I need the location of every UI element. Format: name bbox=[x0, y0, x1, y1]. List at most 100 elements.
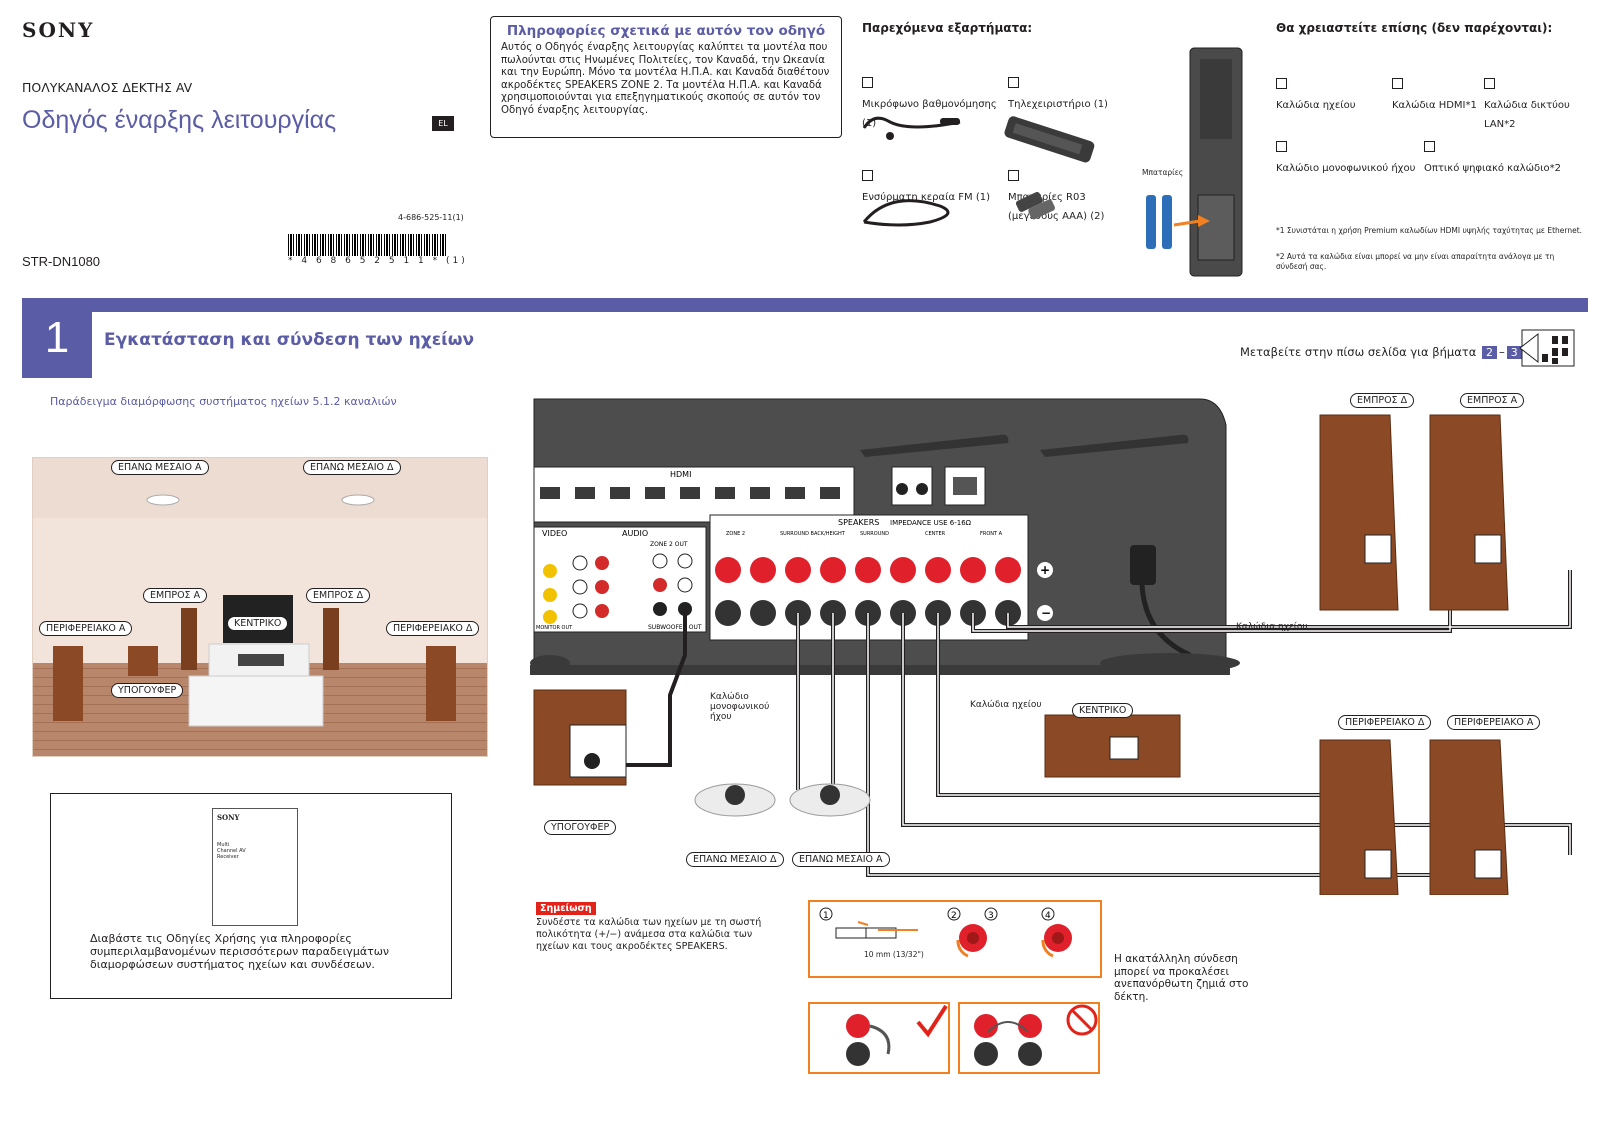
surround-back-label: SURROUND BACK/HEIGHT bbox=[780, 531, 846, 537]
diagram-tag-surround-right: ΠΕΡΙΦΕΡΕΙΑΚΟ Δ bbox=[1338, 715, 1432, 730]
page-title: Οδηγός έναρξης λειτουργίας bbox=[22, 106, 337, 134]
checkbox bbox=[1484, 78, 1495, 89]
page-flip-icon bbox=[1519, 329, 1575, 367]
note-tag: Σημείωση bbox=[536, 902, 596, 915]
step-title: Εγκατάσταση και σύνδεση των ηχείων bbox=[104, 330, 475, 350]
wire-step-2: 2 bbox=[951, 911, 957, 921]
supplied-item-antenna: Ενσύρματη κεραία FM (1) bbox=[862, 166, 1002, 204]
diagram-tag-surround-left: ΠΕΡΙΦΕΡΕΙΑΚΟ Α bbox=[1447, 715, 1541, 730]
diagram-tag-top-mid-left: ΕΠΑΝΩ ΜΕΣΑΙΟ Α bbox=[792, 852, 890, 867]
example-title: Παράδειγμα διαμόρφωσης συστήματος ηχείων… bbox=[50, 395, 397, 408]
supplied-title: Παρεχόμενα εξαρτήματα: bbox=[862, 21, 1033, 35]
supplied-item-remote: Τηλεχειριστήριο (1) bbox=[1008, 73, 1128, 111]
diagram-tag-front-left: ΕΜΠΡΟΣ Α bbox=[1460, 393, 1525, 408]
step-number: 1 bbox=[22, 298, 92, 378]
wire-prep-steps bbox=[808, 900, 1102, 978]
audio-label: AUDIO bbox=[622, 529, 648, 538]
correct-connection-illustration bbox=[846, 1004, 948, 1066]
room-tag-subwoofer: ΥΠΟΓΟΥΦΕΡ bbox=[111, 683, 184, 698]
checkbox bbox=[1392, 78, 1403, 89]
room-tag-front-right: ΕΜΠΡΟΣ Δ bbox=[306, 588, 371, 603]
checkbox bbox=[1276, 78, 1287, 89]
check-mark-icon bbox=[916, 1004, 948, 1038]
incorrect-connection-illustration bbox=[974, 1004, 1098, 1066]
hdmi-label: HDMI bbox=[670, 470, 691, 479]
checkbox bbox=[862, 170, 873, 181]
goto-back-page: Μεταβείτε στην πίσω σελίδα για βήματα 2–… bbox=[1240, 345, 1527, 359]
diagram-tag-front-right: ΕΜΠΡΟΣ Δ bbox=[1350, 393, 1415, 408]
connection-diagram: HDMI VIDEO AUDIO ZONE 2 OUT MONITOR OUT … bbox=[530, 398, 1572, 895]
microphone-icon bbox=[862, 116, 961, 140]
guide-info-box: Πληροφορίες σχετικά με αυτόν τον οδηγό Α… bbox=[490, 16, 842, 138]
antenna-icon bbox=[862, 199, 950, 227]
svg-text:−: − bbox=[1041, 606, 1051, 620]
room-tag-front-left: ΕΜΠΡΟΣ Α bbox=[143, 588, 208, 603]
barcode-digits: * 4 6 8 6 5 2 5 1 1 * (1) bbox=[288, 256, 468, 266]
room-tag-surround-left: ΠΕΡΙΦΕΡΕΙΑΚΟ Α bbox=[39, 621, 133, 636]
speakers-label: SPEAKERS bbox=[838, 518, 879, 527]
footnote-1: *1 Συνιστάται η χρήση Premium καλωδίων H… bbox=[1276, 226, 1583, 235]
step-pill-3: 3 bbox=[1506, 346, 1522, 359]
language-badge: EL bbox=[432, 116, 454, 131]
needed-item-optical: Οπτικό ψηφιακό καλώδιο*2 bbox=[1424, 137, 1588, 175]
room-tag-center: ΚΕΝΤΡΙΚΟ bbox=[227, 616, 289, 631]
needed-item-lan: Καλώδια δικτύου LAN*2 bbox=[1484, 74, 1584, 131]
wire-step-3: 3 bbox=[988, 911, 994, 921]
remote-icon bbox=[1004, 116, 1095, 163]
manual-reference-text: Διαβάστε τις Οδηγίες Χρήσης για πληροφορ… bbox=[90, 932, 390, 971]
barcode bbox=[288, 234, 448, 256]
checkbox bbox=[1276, 141, 1287, 152]
room-furniture bbox=[53, 494, 456, 727]
surround-label: SURROUND bbox=[860, 531, 889, 537]
zone2-label: ZONE 2 bbox=[726, 531, 745, 537]
antenna-right-icon bbox=[1040, 434, 1189, 457]
wire-step-4: 4 bbox=[1045, 911, 1051, 921]
needed-item-hdmi: Καλώδια HDMI*1 bbox=[1392, 74, 1482, 112]
zone2-out-label: ZONE 2 OUT bbox=[650, 541, 688, 548]
manual-cover-illustration: SONY Multi Channel AV Receiver bbox=[212, 808, 298, 926]
impedance-label: IMPEDANCE USE 6-16Ω bbox=[890, 519, 972, 527]
incorrect-connection-example bbox=[958, 1002, 1100, 1074]
battery-label: Μπαταρίες bbox=[1142, 168, 1184, 177]
info-box-title: Πληροφορίες σχετικά με αυτόν τον οδηγό bbox=[506, 23, 826, 39]
subwoofer-out-label: SUBWOOFER OUT bbox=[648, 624, 702, 631]
speaker-cable-label: Καλώδια ηχείου bbox=[1236, 622, 1308, 632]
monitor-out-label: MONITOR OUT bbox=[536, 625, 573, 631]
supplied-item-batteries: Μπαταρίες R03 (μεγέθους AAA) (2) bbox=[1008, 166, 1118, 223]
note-text: Συνδέστε τα καλώδια των ηχείων με τη σωσ… bbox=[536, 917, 762, 952]
info-box-body: Αυτός ο Οδηγός έναρξης λειτουργίας καλύπ… bbox=[501, 42, 830, 116]
part-number: 4-686-525-11(1) bbox=[398, 213, 464, 222]
diagram-tag-subwoofer: ΥΠΟΓΟΥΦΕΡ bbox=[544, 820, 617, 835]
front-a-label: FRONT A bbox=[980, 531, 1003, 537]
product-type: ΠΟΛΥΚΑΝΑΛΟΣ ΔΕΚΤΗΣ AV bbox=[22, 80, 193, 95]
video-label: VIDEO bbox=[542, 529, 567, 538]
footnote-2: *2 Αυτά τα καλώδια είναι μπορεί να μην ε… bbox=[1276, 252, 1555, 271]
room-illustration: ΕΠΑΝΩ ΜΕΣΑΙΟ Α ΕΠΑΝΩ ΜΕΣΑΙΟ Δ ΕΜΠΡΟΣ Α Ε… bbox=[32, 457, 488, 757]
correct-connection-example bbox=[808, 1002, 950, 1074]
center-label: CENTER bbox=[925, 531, 946, 537]
batteries-icon bbox=[1015, 191, 1055, 220]
strip-length: 10 mm (13/32") bbox=[864, 950, 924, 959]
model-number: STR-DN1080 bbox=[22, 254, 101, 269]
room-tag-top-mid-right: ΕΠΑΝΩ ΜΕΣΑΙΟ Δ bbox=[303, 460, 401, 475]
wire-prep-illustration: 1 2 3 4 bbox=[819, 907, 1072, 958]
checkbox bbox=[1424, 141, 1435, 152]
checkbox bbox=[1008, 170, 1019, 181]
step-band bbox=[22, 298, 1588, 312]
needed-title: Θα χρειαστείτε επίσης (δεν παρέχονται): bbox=[1276, 21, 1553, 35]
needed-item-mono-cable: Καλώδιο μονοφωνικού ήχου bbox=[1276, 137, 1426, 175]
remote-battery-illustration bbox=[1146, 47, 1243, 277]
mono-cable-label: Καλώδιο μονοφωνικού ήχου bbox=[710, 692, 770, 722]
manual-reference-box bbox=[50, 793, 452, 999]
checkbox bbox=[1008, 77, 1019, 88]
prohibited-icon bbox=[1066, 1004, 1098, 1036]
needed-item-speaker-cables: Καλώδια ηχείου bbox=[1276, 74, 1386, 112]
speaker-cable-label-center: Καλώδια ηχείου bbox=[970, 700, 1042, 710]
antenna-left-icon bbox=[860, 434, 1009, 457]
brand-logo: SONY bbox=[22, 18, 95, 42]
diagram-tag-top-mid-right: ΕΠΑΝΩ ΜΕΣΑΙΟ Δ bbox=[686, 852, 784, 867]
svg-text:+: + bbox=[1040, 563, 1050, 577]
wire-step-1: 1 bbox=[823, 911, 829, 921]
warning-text: Η ακατάλληλη σύνδεση μπορεί να προκαλέσε… bbox=[1114, 953, 1249, 1003]
diagram-tag-center: ΚΕΝΤΡΙΚΟ bbox=[1072, 703, 1134, 718]
